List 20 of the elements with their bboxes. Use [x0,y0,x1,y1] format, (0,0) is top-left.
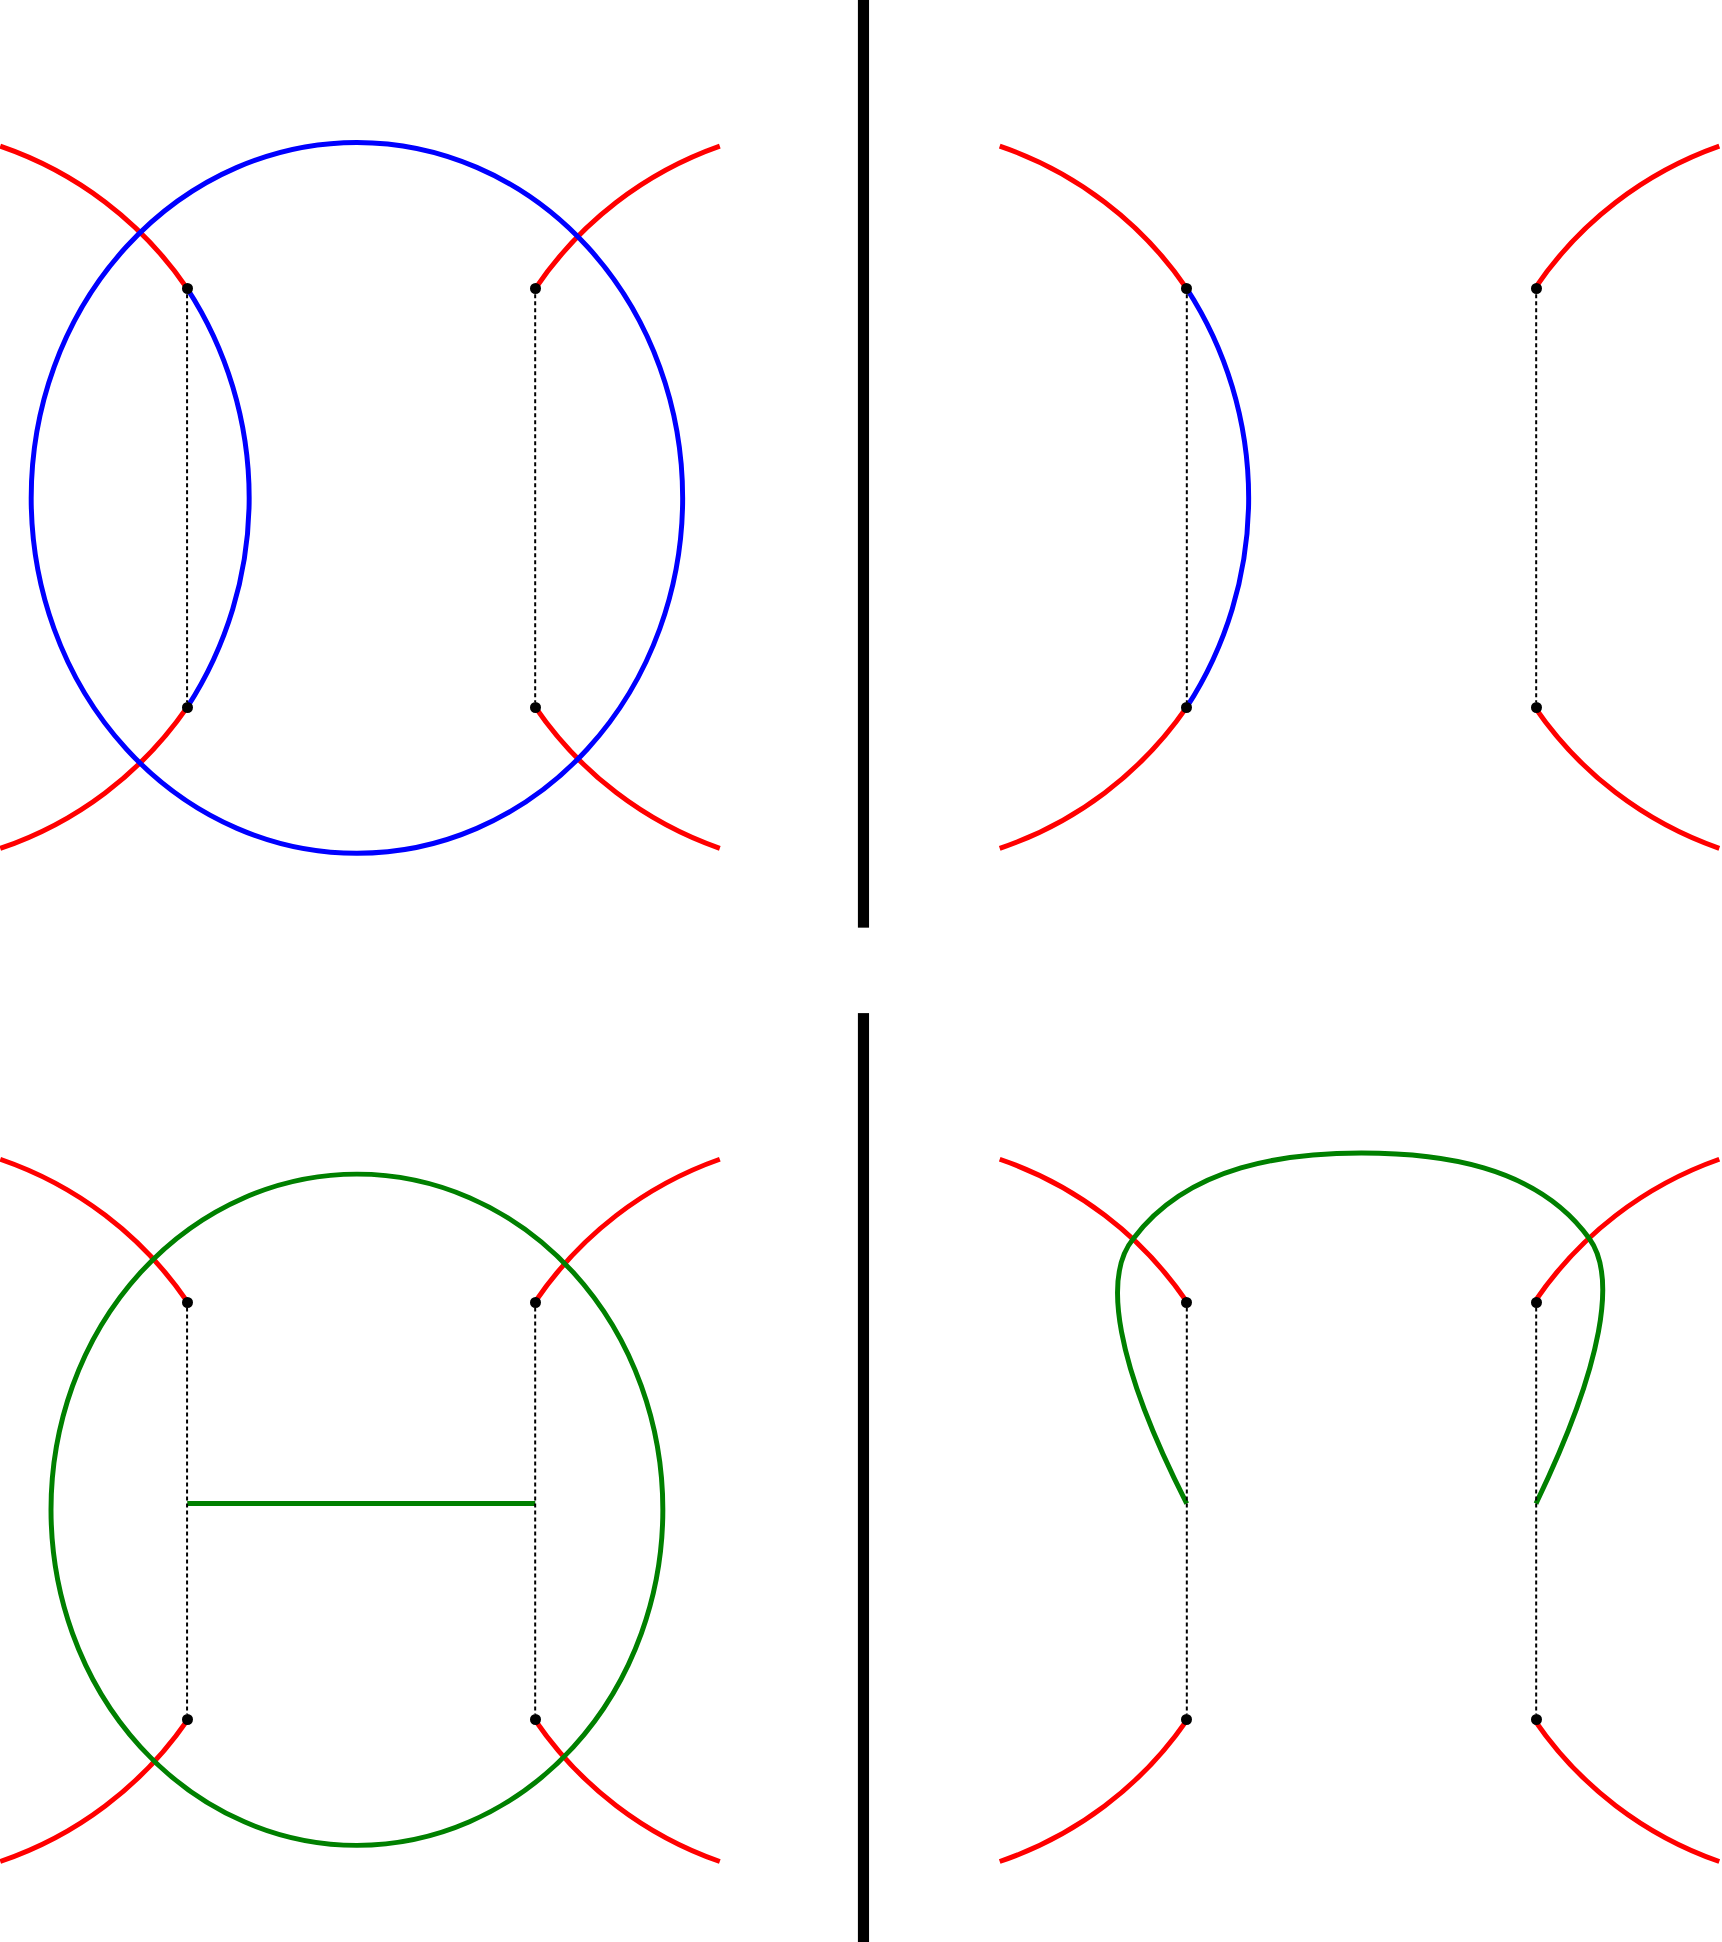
point-marker [1530,701,1542,713]
point-marker [529,1714,541,1725]
point-marker [1181,1714,1193,1725]
point-marker [529,1296,541,1308]
dashed-line [186,293,189,703]
point-marker [529,701,541,713]
point-marker [1530,283,1542,295]
point-marker [1181,701,1193,713]
point-marker [181,283,193,295]
point-marker [1181,283,1193,295]
point-marker [529,283,541,295]
point-marker [181,1714,193,1725]
point-marker [1181,1296,1193,1308]
point-marker [1530,1714,1542,1725]
dashed-line [1185,293,1188,703]
point-marker [1530,1296,1542,1308]
dashed-line [1535,293,1538,703]
point-marker [181,1296,193,1308]
dashed-line [534,293,537,703]
point-marker [181,701,193,713]
